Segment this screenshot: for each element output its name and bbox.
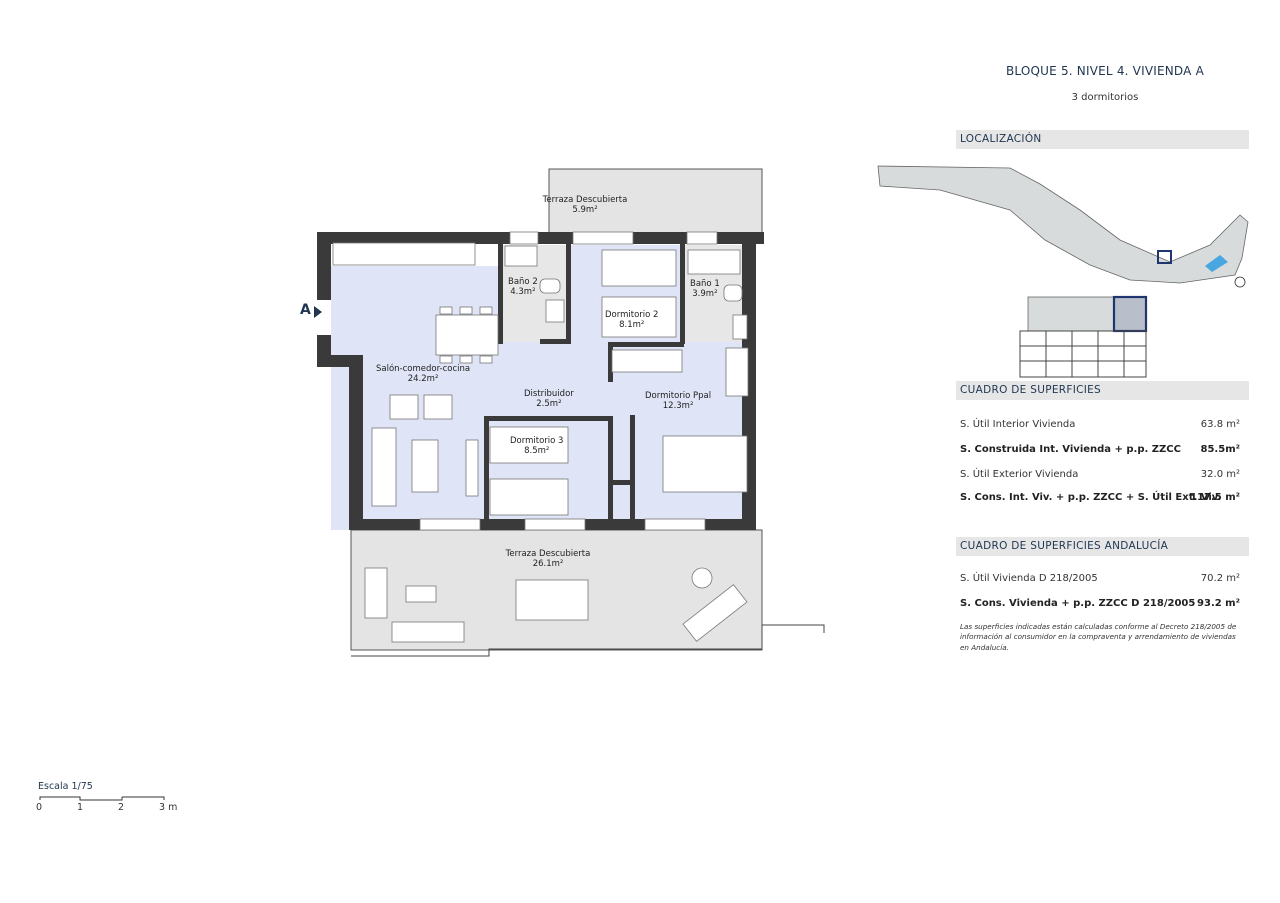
windows	[332, 231, 718, 531]
section-andalucia: CUADRO DE SUPERFICIES ANDALUCÍA	[956, 537, 1249, 556]
compass-icon	[1234, 276, 1246, 288]
page-subtitle: 3 dormitorios	[1071, 92, 1139, 103]
scale-bar	[39, 796, 165, 801]
location-map	[877, 165, 1249, 378]
terrace-rail	[351, 624, 825, 657]
scale-tick: 2	[118, 802, 125, 813]
entrance-arrow-icon	[314, 306, 322, 318]
scale-label: Escala 1/75	[38, 781, 93, 792]
legal-note: Las superficies indicadas están calculad…	[960, 622, 1237, 652]
terrace-top	[548, 168, 763, 234]
furniture	[364, 245, 749, 643]
scale-tick: 1	[77, 802, 84, 813]
section-localizacion: LOCALIZACIÓN	[956, 130, 1249, 149]
scale-tick: 3 m	[159, 802, 178, 813]
distribuidor-area	[502, 342, 610, 416]
page-title: BLOQUE 5. NIVEL 4. VIVIENDA A	[1005, 64, 1204, 78]
scale-tick: 0	[36, 802, 43, 813]
entrance-label: A	[300, 302, 311, 318]
section-superficies: CUADRO DE SUPERFICIES	[956, 381, 1249, 400]
